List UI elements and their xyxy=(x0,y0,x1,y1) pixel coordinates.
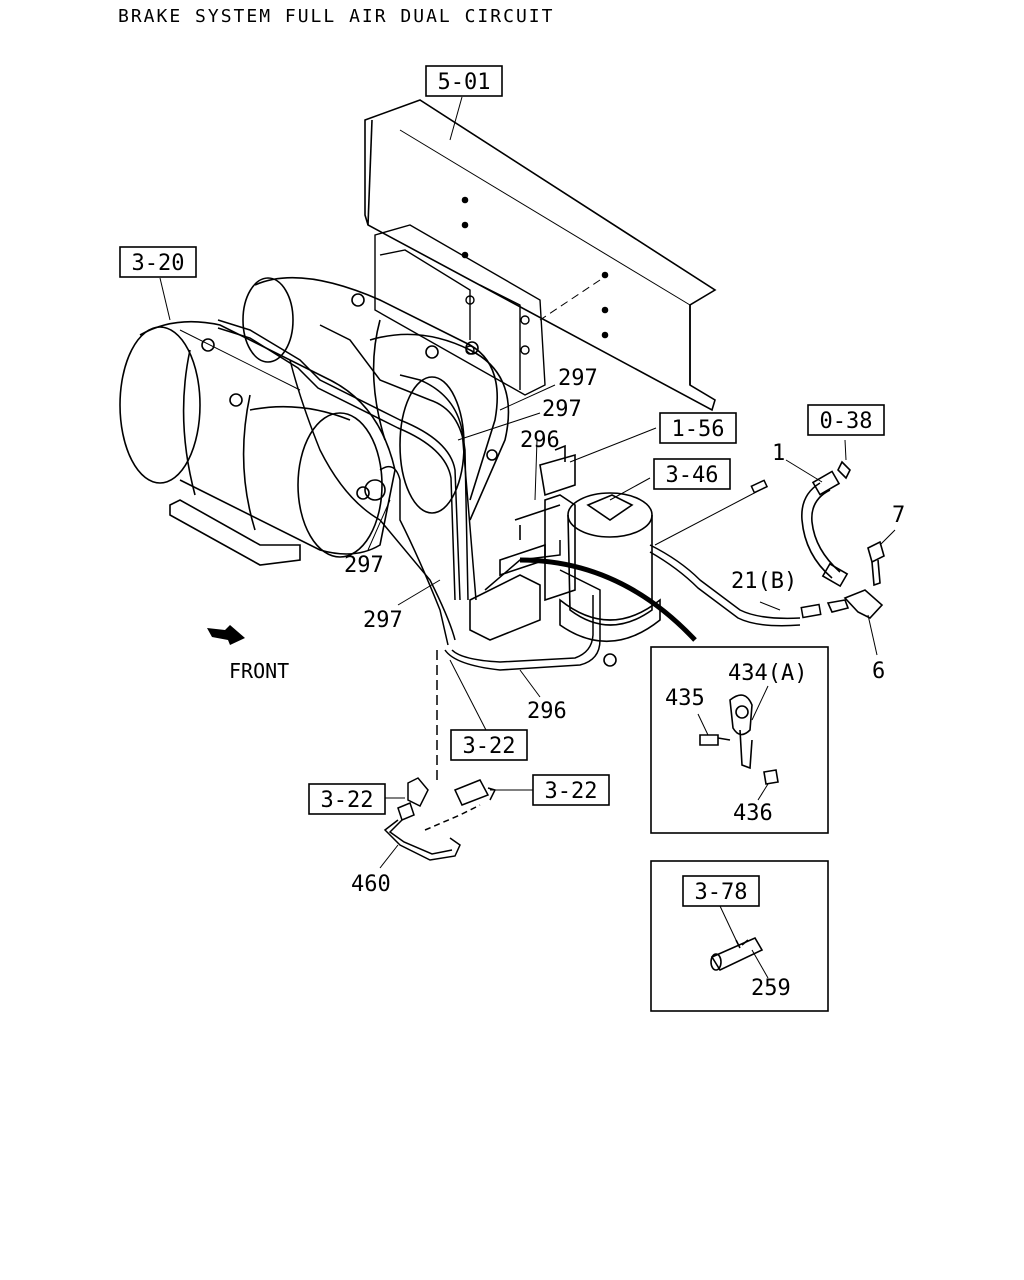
ref-box-3-22-right[interactable]: 3-22 xyxy=(532,774,610,806)
part-number-460: 460 xyxy=(351,872,391,897)
ref-box-3-22-center[interactable]: 3-22 xyxy=(450,729,528,761)
part-number-434a: 434(A) xyxy=(728,661,807,686)
mounting-bracket xyxy=(374,224,546,396)
part-number-297-d: 297 xyxy=(363,608,403,633)
part-number-297-b: 297 xyxy=(542,397,582,422)
part-number-296-a: 296 xyxy=(520,428,560,453)
ref-box-1-56[interactable]: 1-56 xyxy=(659,412,737,444)
pressure-switches xyxy=(383,650,497,861)
ref-label-3-22-right: 3-22 xyxy=(545,779,598,804)
clamp-inset xyxy=(650,646,829,834)
diagram-title: BRAKE SYSTEM FULL AIR DUAL CIRCUIT xyxy=(118,6,554,27)
frame-rail xyxy=(364,99,717,412)
air-lines xyxy=(217,319,601,671)
ref-label-5-01: 5-01 xyxy=(438,70,491,95)
leader-lines xyxy=(159,96,896,979)
front-arrow-icon xyxy=(207,625,245,645)
ref-label-3-20: 3-20 xyxy=(132,251,185,276)
part-number-435: 435 xyxy=(665,686,705,711)
air-tanks xyxy=(119,276,510,566)
part-number-21b: 21(B) xyxy=(731,569,797,594)
part-number-labels: 1 7 6 21(B) 297 297 296 297 297 296 434(… xyxy=(344,366,905,1001)
ref-box-3-78[interactable]: 3-78 xyxy=(682,875,760,907)
ref-box-3-46[interactable]: 3-46 xyxy=(653,458,731,490)
ref-box-3-20[interactable]: 3-20 xyxy=(119,246,197,278)
part-number-259: 259 xyxy=(751,976,791,1001)
air-dryer xyxy=(469,444,661,667)
ref-label-3-78: 3-78 xyxy=(695,880,748,905)
ref-label-3-22-left: 3-22 xyxy=(321,788,374,813)
ref-label-0-38: 0-38 xyxy=(820,409,873,434)
front-label: FRONT xyxy=(229,659,289,683)
ref-box-3-22-left[interactable]: 3-22 xyxy=(308,783,386,815)
dryer-harness xyxy=(519,479,822,642)
ref-box-0-38[interactable]: 0-38 xyxy=(807,404,885,436)
ref-label-1-56: 1-56 xyxy=(672,417,725,442)
part-number-436: 436 xyxy=(733,801,773,826)
part-number-297-c: 297 xyxy=(344,553,384,578)
part-number-296-b: 296 xyxy=(527,699,567,724)
part-number-1: 1 xyxy=(772,441,785,466)
ref-label-3-22-center: 3-22 xyxy=(463,734,516,759)
hose-assembly xyxy=(801,460,885,619)
ref-box-5-01[interactable]: 5-01 xyxy=(425,65,503,97)
part-number-297-a: 297 xyxy=(558,366,598,391)
part-number-6: 6 xyxy=(872,659,885,684)
ref-label-3-46: 3-46 xyxy=(666,463,719,488)
fitting-inset xyxy=(650,860,829,1012)
part-number-7: 7 xyxy=(892,503,905,528)
